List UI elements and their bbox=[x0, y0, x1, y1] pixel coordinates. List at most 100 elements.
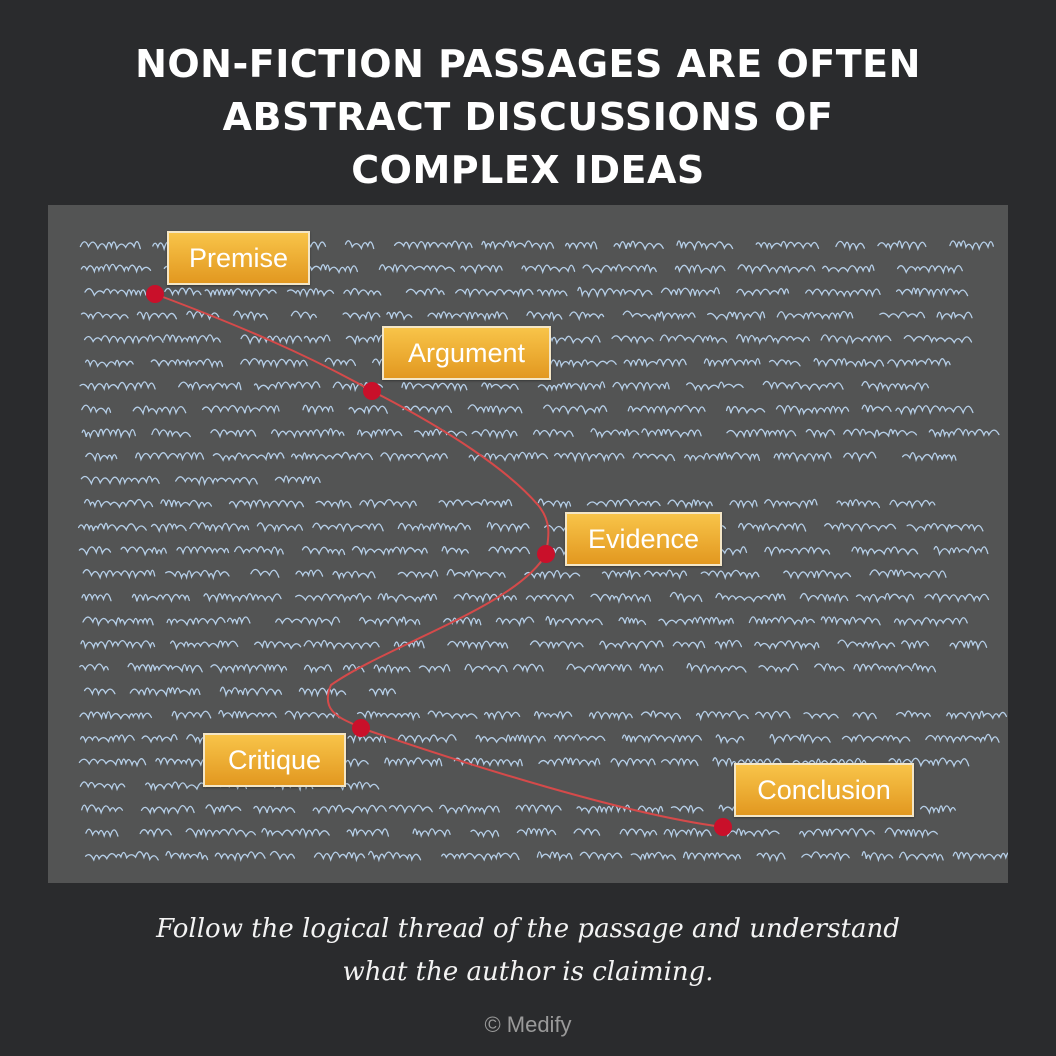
scribble-word bbox=[397, 734, 457, 744]
scribble-word bbox=[707, 311, 766, 322]
scribble-word bbox=[185, 828, 256, 839]
scribble-word bbox=[427, 710, 478, 720]
scribble-word bbox=[754, 640, 820, 651]
scribble-word bbox=[861, 404, 892, 413]
scribble-word bbox=[82, 616, 154, 627]
scribble-word bbox=[83, 334, 164, 345]
argument-label: Argument bbox=[382, 326, 551, 380]
scribble-word bbox=[80, 263, 152, 274]
scribble-word bbox=[344, 240, 375, 251]
scribble-word bbox=[82, 569, 156, 580]
critique-label: Critique bbox=[203, 733, 346, 787]
scribble-word bbox=[641, 428, 702, 439]
scribble-word bbox=[397, 569, 439, 580]
scribble-word bbox=[233, 310, 269, 322]
scribble-word bbox=[869, 569, 947, 580]
scribble-word bbox=[536, 288, 568, 298]
scribble-word bbox=[632, 452, 676, 462]
scribble-word bbox=[544, 359, 617, 369]
scribble-word bbox=[686, 381, 744, 392]
scribble-word bbox=[526, 311, 563, 322]
scribble-word bbox=[590, 428, 640, 439]
scribble-word bbox=[924, 593, 990, 604]
scribble-word bbox=[481, 240, 555, 251]
scribble-word bbox=[204, 288, 277, 298]
scribble-word bbox=[893, 617, 968, 628]
scribble-word bbox=[418, 664, 451, 674]
scribble-word bbox=[853, 663, 913, 674]
scribble-word bbox=[618, 616, 647, 626]
scribble-word bbox=[351, 545, 428, 556]
scribble-word bbox=[347, 734, 387, 744]
scribble-word bbox=[254, 640, 302, 650]
scribble-word bbox=[412, 828, 451, 839]
handwritten-passage-panel: Premise Argument Evidence Critique Concl… bbox=[48, 205, 1008, 883]
scribble-word bbox=[386, 311, 413, 321]
scribble-word bbox=[447, 640, 509, 651]
scribble-word bbox=[764, 546, 831, 557]
scribble-word bbox=[150, 358, 224, 369]
scribble-word bbox=[136, 311, 178, 322]
scribble-word bbox=[357, 428, 403, 439]
conclusion-label: Conclusion bbox=[734, 763, 914, 817]
scribble-word bbox=[896, 710, 931, 720]
scribble-word bbox=[269, 850, 296, 861]
scribble-word bbox=[256, 522, 304, 533]
scribble-word bbox=[77, 522, 147, 532]
scribble-word bbox=[368, 688, 397, 697]
scribble-word bbox=[748, 616, 815, 626]
scribble-word bbox=[599, 640, 664, 651]
copyright-notice: © Medify bbox=[484, 1012, 572, 1037]
scribble-word bbox=[441, 546, 469, 556]
scribble-word bbox=[475, 734, 546, 745]
scribble-word bbox=[303, 639, 380, 651]
scribble-word bbox=[801, 851, 850, 862]
scribble-word bbox=[303, 334, 331, 345]
scribble-word bbox=[669, 591, 703, 604]
scribble-word bbox=[169, 640, 239, 651]
scribble-word bbox=[756, 852, 786, 863]
scribble-word bbox=[532, 429, 574, 438]
scribble-word bbox=[290, 310, 317, 321]
premise-label: Premise bbox=[167, 231, 310, 285]
scribble-word bbox=[579, 851, 623, 862]
scribble-word bbox=[672, 640, 706, 650]
scribble-word bbox=[949, 640, 988, 651]
scribble-word bbox=[145, 781, 206, 792]
caption: Follow the logical thread of the passage… bbox=[0, 908, 1056, 994]
scribble-word bbox=[637, 805, 664, 815]
scribble-word bbox=[643, 569, 688, 580]
scribble-word bbox=[619, 828, 658, 839]
evidence-label: Evidence bbox=[565, 512, 722, 566]
scribble-word bbox=[714, 639, 743, 651]
scribble-word bbox=[427, 311, 509, 322]
scribble-word bbox=[120, 546, 167, 557]
thread-path bbox=[154, 293, 724, 828]
scribble-word bbox=[630, 851, 676, 862]
scribble-word bbox=[639, 663, 664, 674]
scribble-word bbox=[525, 593, 575, 603]
scribble-word bbox=[129, 687, 201, 698]
scribble-word bbox=[165, 850, 209, 861]
scribble-word bbox=[895, 405, 974, 416]
premise-node-dot bbox=[146, 285, 164, 303]
scribble-word bbox=[529, 640, 584, 651]
scribble-word bbox=[166, 616, 226, 627]
scribble-word bbox=[139, 828, 172, 838]
scribble-word bbox=[659, 334, 728, 345]
scribble-word bbox=[799, 828, 875, 838]
scribble-word bbox=[564, 241, 598, 251]
scribble-word bbox=[79, 240, 141, 251]
scribble-word bbox=[623, 358, 687, 368]
scribble-word bbox=[738, 522, 807, 533]
scribble-word bbox=[228, 499, 305, 510]
scribble-word bbox=[201, 405, 280, 415]
scribble-word bbox=[775, 405, 850, 416]
scribble-word bbox=[610, 757, 656, 768]
scribble-word bbox=[660, 287, 720, 298]
scribble-word bbox=[401, 382, 468, 392]
argument-node-dot bbox=[363, 382, 381, 400]
scribble-word bbox=[84, 359, 134, 368]
scribble-word bbox=[324, 357, 357, 367]
scribble-word bbox=[250, 568, 280, 578]
